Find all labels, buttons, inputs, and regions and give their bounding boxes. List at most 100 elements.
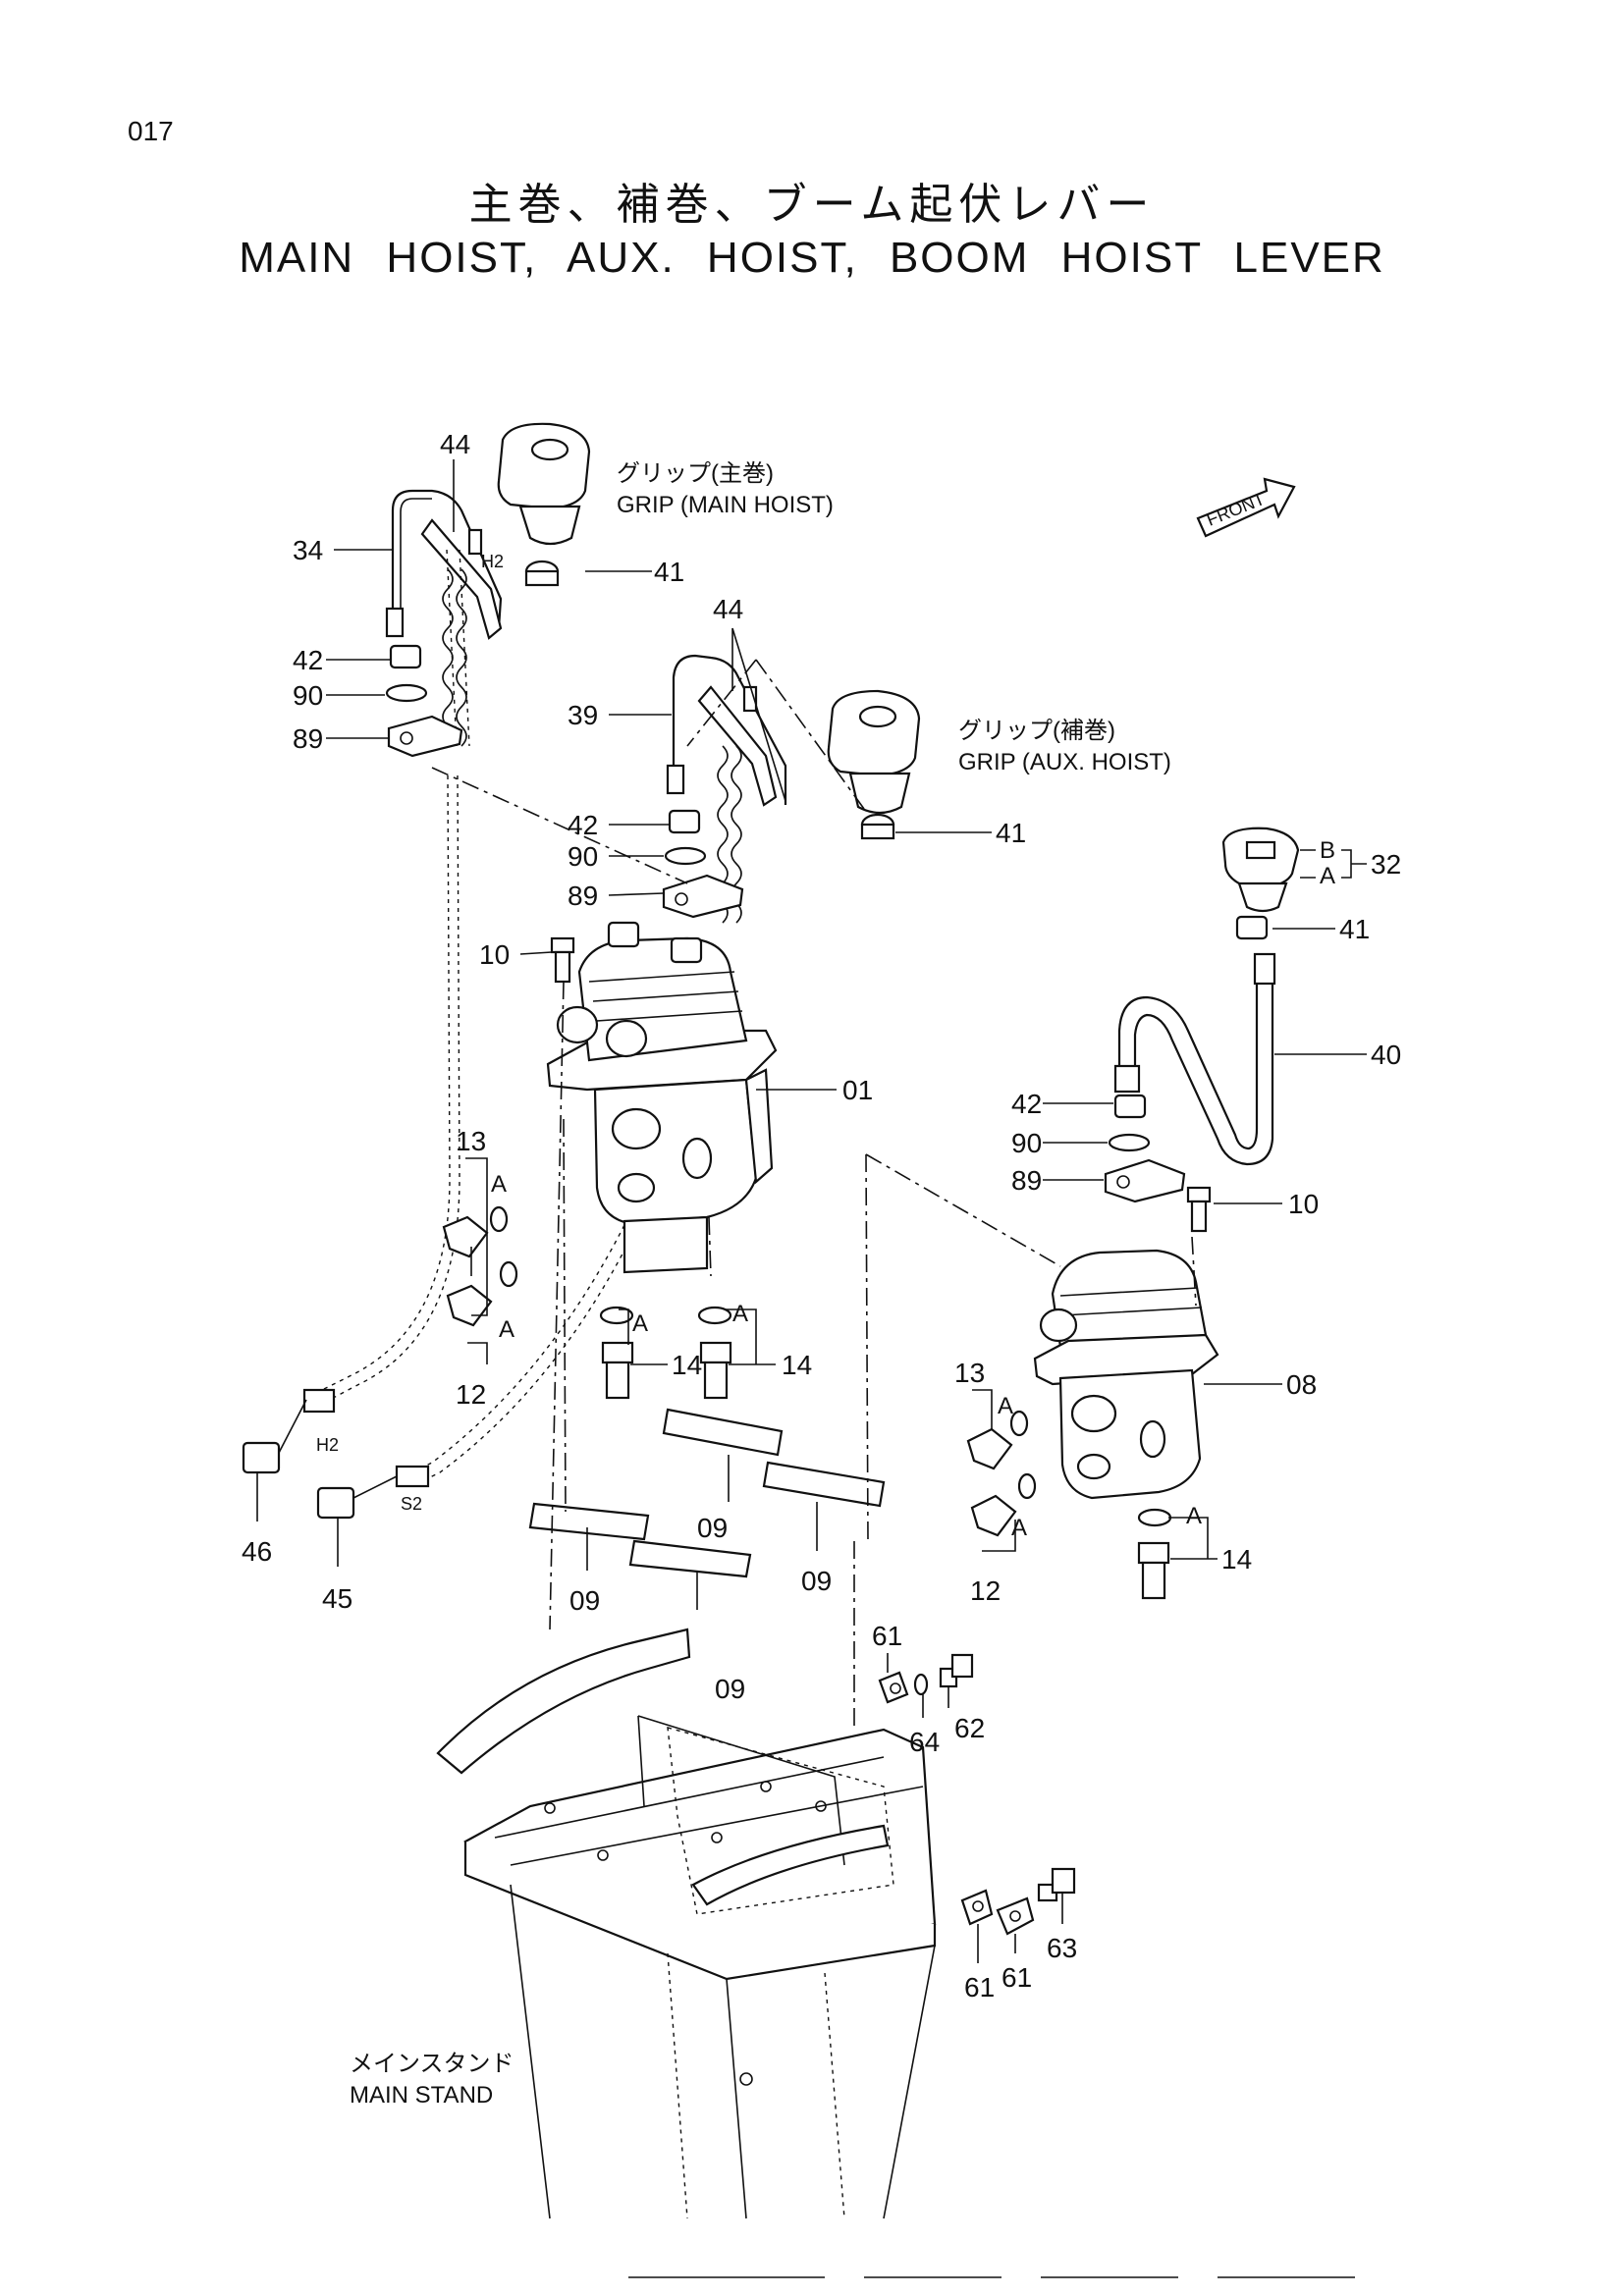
lever-rod-40	[1113, 952, 1276, 1166]
nut-42-main	[389, 644, 422, 669]
bolt-10-boom	[1186, 1186, 1212, 1233]
callout-90c: 90	[1011, 1128, 1042, 1158]
callout-41b: 41	[996, 818, 1026, 848]
oring-14b	[697, 1306, 732, 1325]
oring-14a	[599, 1306, 634, 1325]
callout-44a: 44	[440, 429, 470, 459]
svg-text:FRONT: FRONT	[1204, 489, 1268, 530]
callout-42a: 42	[293, 645, 323, 675]
title-japanese: 主巻、補巻、ブーム起伏レバー	[468, 180, 1156, 230]
nut-41-boom	[1235, 915, 1269, 940]
main-stand-label-en: MAIN STAND	[350, 2082, 493, 2109]
callout-09a: 09	[697, 1513, 728, 1543]
straight-fitting-14b	[699, 1341, 732, 1400]
tag-a-13a: A	[491, 1171, 507, 1198]
elbow-fitting-13-main	[442, 1215, 489, 1258]
grip-boom-hoist-32	[1221, 827, 1300, 913]
callout-64: 64	[909, 1727, 940, 1757]
callout-09d: 09	[715, 1674, 745, 1704]
harness-h2	[242, 774, 460, 1474]
grip-main-label-jp: グリップ(主巻)	[617, 460, 774, 487]
h2-tag-top: H2	[481, 552, 504, 571]
callout-41c: 41	[1339, 914, 1370, 944]
oring-a2	[499, 1260, 518, 1288]
washer-90-aux	[664, 846, 707, 866]
callout-61b: 61	[964, 1972, 995, 2002]
grip-main-hoist	[497, 422, 591, 587]
callout-90b: 90	[568, 841, 598, 872]
nut-42-boom	[1113, 1094, 1147, 1119]
callout-41a: 41	[654, 557, 684, 587]
callout-09b: 09	[801, 1566, 832, 1596]
plate-09-c	[662, 1408, 784, 1457]
callout-10a: 10	[479, 939, 510, 970]
bracket-89-main	[387, 715, 463, 758]
aux-hoist-lever-assembly	[666, 654, 787, 924]
tag-a-12b: A	[1011, 1515, 1027, 1541]
tag-a-14c: A	[1186, 1503, 1202, 1529]
oring-a3	[1009, 1410, 1029, 1437]
bolt-63	[1037, 1867, 1076, 1902]
callout-09c: 09	[569, 1585, 600, 1616]
grip-aux-label-jp: グリップ(補巻)	[958, 718, 1115, 744]
callout-14b: 14	[782, 1350, 812, 1380]
grip-aux-hoist	[827, 689, 921, 840]
callout-42c: 42	[1011, 1089, 1042, 1119]
plate-09-a	[528, 1502, 650, 1541]
callout-63: 63	[1047, 1933, 1077, 1963]
callout-90a: 90	[293, 680, 323, 711]
elbow-fitting-12-boom	[970, 1494, 1017, 1537]
callout-44b: 44	[713, 594, 743, 624]
h2-tag-bottom: H2	[316, 1435, 339, 1455]
callout-13a: 13	[456, 1126, 486, 1156]
bracket-89-aux	[662, 874, 744, 919]
washer-64	[913, 1673, 929, 1696]
straight-fitting-14a	[601, 1341, 634, 1400]
callout-14a: 14	[672, 1350, 702, 1380]
plate-09-b	[628, 1539, 752, 1578]
callout-45: 45	[322, 1583, 352, 1614]
main-hoist-lever-assembly	[385, 489, 503, 747]
bolt-62	[939, 1653, 974, 1688]
page-number: 017	[128, 116, 174, 146]
callout-61c: 61	[1001, 1962, 1032, 1993]
callout-12b: 12	[970, 1575, 1001, 1606]
callout-42b: 42	[568, 810, 598, 840]
control-valve-01	[546, 921, 778, 1274]
oring-a1	[489, 1205, 509, 1233]
plate-09-d	[762, 1461, 886, 1508]
callout-13b: 13	[954, 1358, 985, 1388]
washer-90-main	[385, 683, 428, 703]
callout-46: 46	[242, 1536, 272, 1567]
front-arrow: FRONT	[1196, 477, 1296, 538]
s2-tag: S2	[401, 1494, 422, 1514]
callout-89c: 89	[1011, 1165, 1042, 1196]
clamp-61-b	[960, 1889, 994, 1926]
tag-a-14a: A	[632, 1310, 648, 1337]
elbow-fitting-12-main	[446, 1284, 493, 1327]
callout-10b: 10	[1288, 1189, 1319, 1219]
clamp-61-a	[878, 1671, 909, 1704]
tag-a-grip: A	[1320, 863, 1335, 889]
callout-89b: 89	[568, 881, 598, 911]
callout-14c: 14	[1221, 1544, 1252, 1575]
callout-40: 40	[1371, 1040, 1401, 1070]
main-stand	[436, 1628, 937, 2219]
control-valve-08	[1033, 1249, 1219, 1500]
tag-a-12a: A	[499, 1316, 514, 1343]
callout-61a: 61	[872, 1621, 902, 1651]
callout-34: 34	[293, 535, 323, 565]
callout-32: 32	[1371, 849, 1401, 880]
callout-89a: 89	[293, 723, 323, 754]
callout-12a: 12	[456, 1379, 486, 1410]
title-english: MAIN HOIST, AUX. HOIST, BOOM HOIST LEVER	[239, 234, 1385, 282]
callout-39: 39	[568, 700, 598, 730]
elbow-fitting-13-boom	[966, 1427, 1013, 1470]
oring-14c	[1137, 1508, 1172, 1527]
tag-a-13b: A	[998, 1393, 1013, 1419]
grip-aux-label-en: GRIP (AUX. HOIST)	[958, 749, 1171, 775]
harness-s2	[316, 1216, 639, 1520]
oring-a4	[1017, 1472, 1037, 1500]
main-stand-label-jp: メインスタンド	[350, 2051, 514, 2077]
